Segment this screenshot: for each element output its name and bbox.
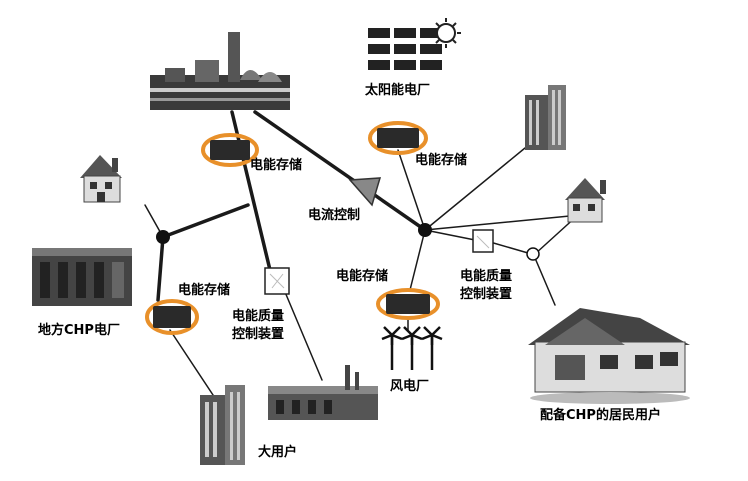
pq-device-left xyxy=(264,267,290,295)
current-control-icon xyxy=(348,177,382,207)
battery-storage-icon xyxy=(377,128,419,148)
solar-panel-icon xyxy=(368,28,442,70)
label-storage-top-right: 电能存储 xyxy=(415,153,468,168)
label-pq-left-line2: 控制装置 xyxy=(232,327,285,342)
label-big-user: 大用户 xyxy=(258,445,298,460)
label-storage-mid-right: 电能存储 xyxy=(336,269,389,284)
feeder-left-down xyxy=(230,110,272,272)
line-solar-storage xyxy=(397,149,426,231)
grid-lines xyxy=(144,110,581,399)
label-pq-left-line1: 电能质量 xyxy=(232,309,285,324)
storage-top-left xyxy=(201,133,259,167)
battery-storage-icon xyxy=(210,140,250,160)
house-icon xyxy=(528,308,690,404)
sun-icon xyxy=(431,18,461,48)
label-wind-plant: 风电厂 xyxy=(390,379,430,394)
line-wind-storage xyxy=(409,229,426,291)
battery-storage-icon xyxy=(386,294,430,314)
storage-mid-left xyxy=(145,299,199,335)
office-building-icon xyxy=(525,85,566,150)
line-to-bigbuilding xyxy=(169,329,216,399)
feeder-left-vertical xyxy=(156,235,165,302)
label-solar-plant: 太阳能电厂 xyxy=(365,83,431,98)
line-pq-to-node xyxy=(489,241,529,254)
label-residential-chp: 配备CHP的居民用户 xyxy=(540,408,661,423)
line-to-tower-right xyxy=(424,147,526,231)
feeder-main-diagonal xyxy=(253,110,427,232)
line-to-factory xyxy=(284,291,323,381)
house-icon xyxy=(80,155,122,203)
label-storage-top-left: 电能存储 xyxy=(250,158,303,173)
label-pq-right-line2: 控制装置 xyxy=(460,287,513,302)
feeder-left-branch xyxy=(161,203,250,239)
label-current-control: 电流控制 xyxy=(308,208,361,223)
line-to-house-right xyxy=(424,214,581,231)
factory-icon xyxy=(268,365,378,420)
label-local-chp: 地方CHP电厂 xyxy=(38,323,120,338)
line-to-pq-right xyxy=(424,229,476,241)
house-icon xyxy=(565,178,606,223)
storage-top-right xyxy=(368,121,428,155)
power-plant-icon xyxy=(150,32,290,110)
junction-node-right xyxy=(418,223,432,237)
junction-node-residential xyxy=(526,247,540,261)
power-quality-device-icon xyxy=(472,229,494,253)
battery-storage-icon xyxy=(153,306,191,328)
label-storage-mid-left: 电能存储 xyxy=(178,283,231,298)
label-pq-left: 电能质量 控制装置 xyxy=(232,308,284,344)
pq-device-right xyxy=(472,229,494,253)
chp-plant-icon xyxy=(32,248,132,306)
line-node-to-residential xyxy=(534,257,556,306)
wind-turbine-icon xyxy=(381,326,443,370)
junction-node-left xyxy=(156,230,170,244)
office-building-icon xyxy=(200,385,245,465)
label-pq-right: 电能质量 控制装置 xyxy=(460,268,512,304)
storage-mid-right xyxy=(376,288,440,320)
label-pq-right-line1: 电能质量 xyxy=(460,269,513,284)
